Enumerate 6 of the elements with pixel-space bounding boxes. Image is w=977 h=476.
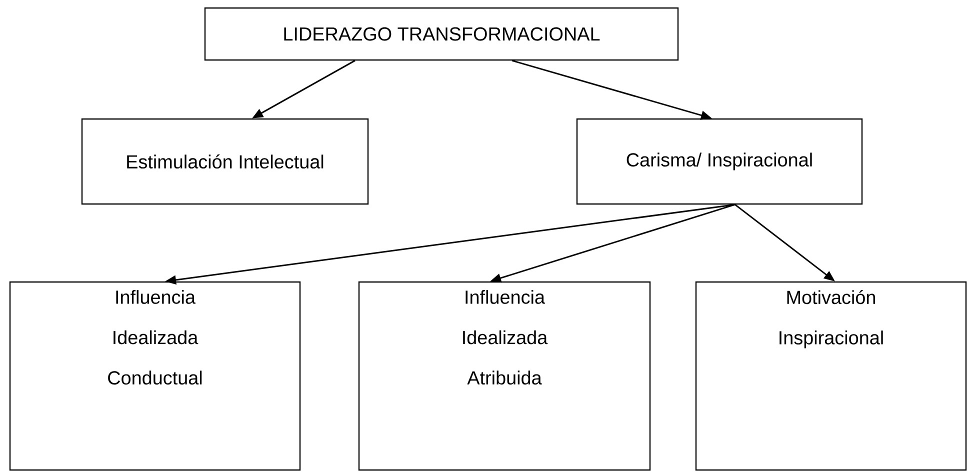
concept-box: Motivación Inspiracional [695,281,967,471]
concept-box: LIDERAZGO TRANSFORMACIONAL [204,7,679,61]
concept-box: Carisma/ Inspiracional [576,118,863,205]
concept-box: Influencia Idealizada Conductual [9,281,301,471]
concept-box: Estimulación Intelectual [81,118,369,205]
concept-box: Influencia Idealizada Atribuida [358,281,651,471]
